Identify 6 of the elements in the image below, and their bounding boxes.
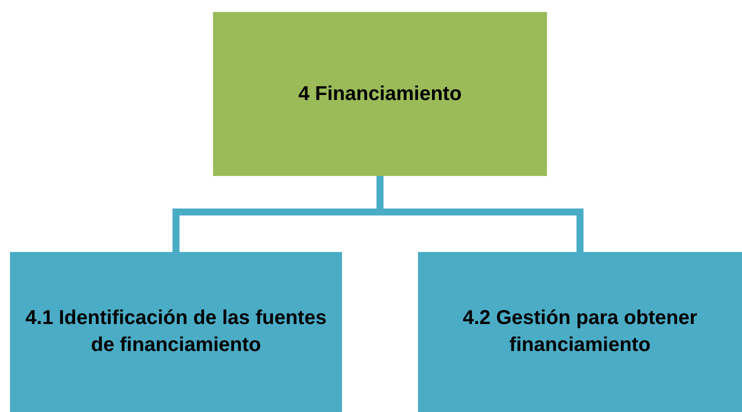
process-box bbox=[10, 252, 342, 412]
box-label: 4.2 Gestión para obtener financiamiento bbox=[462, 306, 698, 358]
process-box bbox=[213, 12, 547, 176]
process-box bbox=[418, 252, 742, 412]
box-label: 4.1 Identificación de las fuentes de financiamiento bbox=[24, 306, 328, 358]
box-label: 4 Financiamiento bbox=[298, 82, 462, 106]
